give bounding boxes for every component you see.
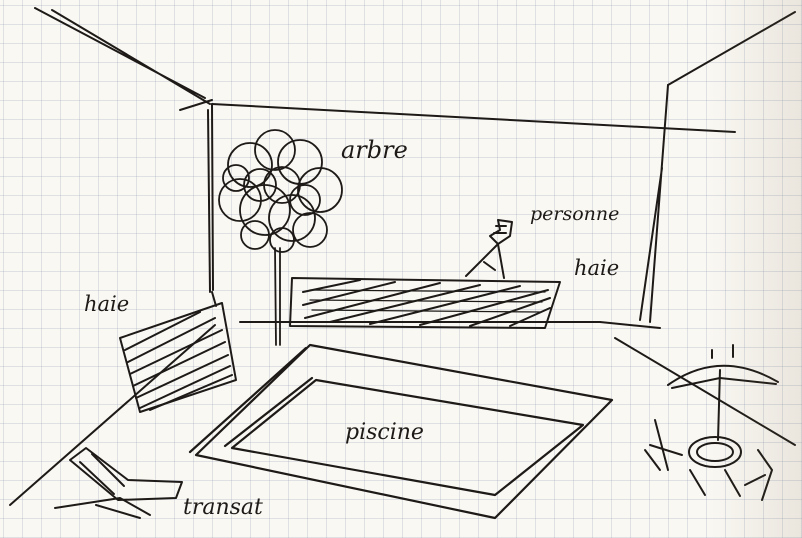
hedge-back	[289, 277, 561, 329]
label-person: personne	[530, 203, 620, 225]
hedge-left	[119, 291, 237, 413]
tree	[218, 129, 343, 346]
label-hedge-back: haie	[574, 256, 620, 280]
walls	[9, 7, 796, 506]
label-hedge-left: haie	[84, 292, 130, 316]
person	[465, 219, 513, 279]
deckchair	[54, 447, 183, 519]
pool	[188, 343, 614, 520]
label-deckchair: transat	[183, 495, 263, 520]
label-pool: piscine	[345, 420, 424, 445]
label-tree: arbre	[341, 136, 408, 164]
parasol-table	[644, 344, 779, 501]
